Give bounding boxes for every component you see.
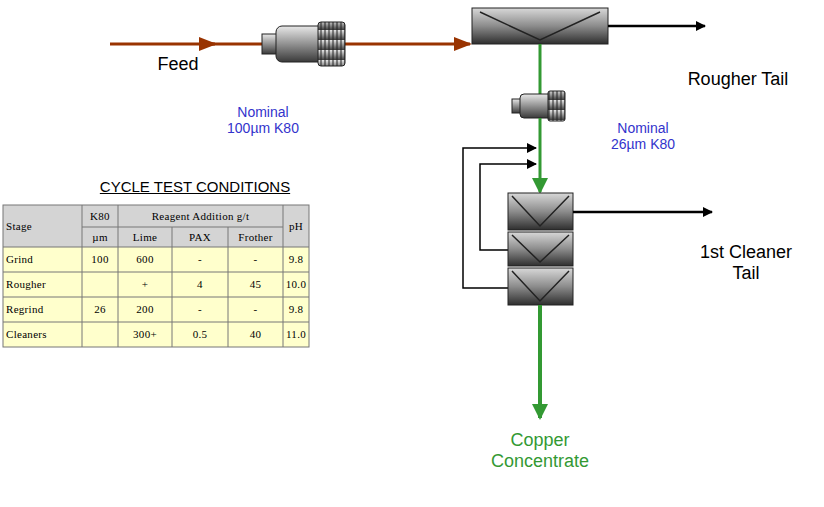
table-cell: 9.8 [283,247,309,272]
table-cell: Lime [118,227,172,247]
grind-size-note: Nominal 26µm K80 [603,116,683,156]
table-cell: PAX [172,227,228,247]
table-cell: Reagent Addition g/t [118,205,283,227]
table-cell: 300+ [118,322,172,347]
table-cell: - [228,297,283,322]
table-cell: 45 [228,272,283,297]
stream-label: 1st Cleaner Tail [686,238,806,288]
table-cell: 4 [172,272,228,297]
table-cell: K80 [82,205,118,227]
table-cell: 100 [82,247,118,272]
table-cell: Regrind [3,297,82,322]
table-cell: 40 [228,322,283,347]
table-cell: - [172,247,228,272]
table-cell: Cleaners [3,322,82,347]
table-cell: - [228,247,283,272]
table-cell: Stage [3,205,82,247]
table-cell: - [172,297,228,322]
table-cell: 0.5 [172,322,228,347]
table-cell: 200 [118,297,172,322]
table-cell: pH [283,205,309,247]
table-cell: 9.8 [283,297,309,322]
stream-label: Feed [118,50,238,78]
table-cell: Rougher [3,272,82,297]
table-cell: 11.0 [283,322,309,347]
product-label: Copper Concentrate [470,426,610,476]
table-cell: Frother [228,227,283,247]
table-cell: Grind [3,247,82,272]
table-cell: 26 [82,297,118,322]
table-title: CYCLE TEST CONDITIONS [70,176,320,198]
table-cell: + [118,272,172,297]
stream-label: Rougher Tail [672,66,804,92]
grind-size-note: Nominal 100µm K80 [222,100,304,140]
table-cell: µm [82,227,118,247]
table-cell: 10.0 [283,272,309,297]
table-cell: 600 [118,247,172,272]
